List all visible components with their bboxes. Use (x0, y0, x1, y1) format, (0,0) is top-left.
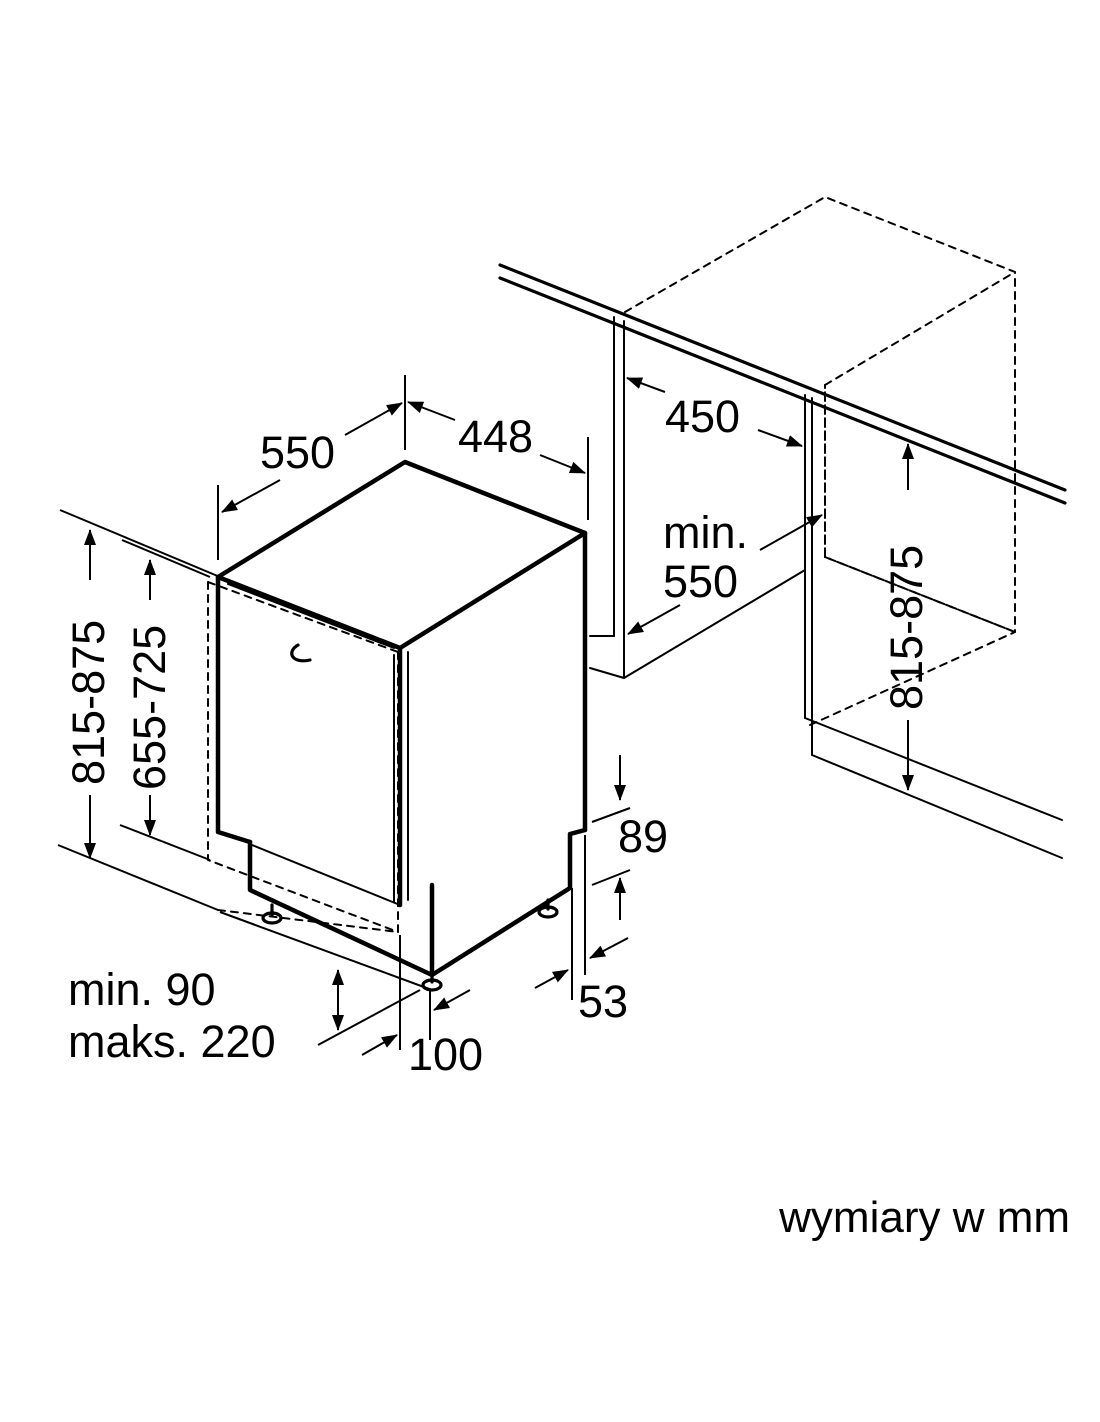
label-plinth-max: maks. 220 (68, 1016, 276, 1067)
dimension-lines (57, 375, 914, 1056)
kitchen-niche (498, 196, 1067, 859)
label-niche-min-value: 550 (663, 556, 738, 607)
label-niche-min: min. (663, 507, 748, 558)
label-plinth-100: 100 (408, 1029, 483, 1080)
label-niche-depth: 450 (665, 391, 740, 442)
dishwasher (207, 459, 588, 992)
label-plinth-89: 89 (618, 811, 668, 862)
label-plinth-min: min. 90 (68, 964, 216, 1015)
label-plinth-53: 53 (578, 976, 628, 1027)
units-note: wymiary w mm (778, 1193, 1070, 1242)
label-depth: 448 (458, 411, 533, 462)
label-height-outer: 815-875 (63, 620, 114, 785)
label-width: 550 (260, 427, 335, 478)
label-niche-height: 815-875 (881, 545, 932, 710)
label-height-inner: 655-725 (124, 625, 175, 790)
